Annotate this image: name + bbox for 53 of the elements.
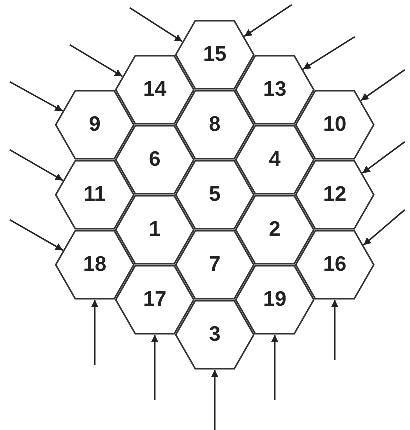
cell-number: 5 — [209, 183, 221, 207]
arrow — [10, 219, 64, 252]
hexagon-cell — [175, 160, 255, 230]
arrow — [10, 149, 64, 182]
hexagon-cell — [175, 300, 255, 370]
arrow — [331, 300, 339, 360]
arrow — [363, 209, 406, 246]
arrow — [362, 141, 406, 174]
hexagon-cell — [175, 90, 255, 160]
cell-number: 2 — [269, 218, 281, 242]
arrow — [271, 335, 279, 400]
arrow — [91, 300, 99, 365]
hexagon-cell — [115, 265, 195, 335]
cell-number: 11 — [84, 183, 106, 207]
hexagon-cell — [175, 20, 255, 90]
hexagon-cell — [235, 125, 315, 195]
hexagon-cell — [115, 55, 195, 125]
cell-number: 1 — [149, 218, 161, 242]
hexagon-cell — [115, 195, 195, 265]
hexagon-cell — [55, 90, 135, 160]
cell-number: 8 — [209, 113, 221, 137]
hexagon-cell — [175, 230, 255, 300]
hexagon-cell — [235, 195, 315, 265]
arrow — [211, 370, 219, 430]
cell-number: 12 — [323, 183, 347, 207]
cell-number: 7 — [209, 253, 221, 277]
hexagon-cell — [55, 160, 135, 230]
arrow — [151, 335, 159, 400]
hexagon-cell — [55, 230, 135, 300]
cell-number: 19 — [263, 288, 287, 312]
cell-number: 18 — [83, 253, 107, 277]
cell-number: 9 — [89, 113, 101, 137]
hexagon-cell — [295, 90, 375, 160]
cell-number: 15 — [203, 43, 227, 67]
cell-number: 10 — [323, 113, 347, 137]
cell-number: 4 — [269, 148, 281, 172]
hexagon-cell — [295, 160, 375, 230]
hexagon-cell — [235, 55, 315, 125]
arrow — [130, 7, 183, 42]
arrow — [10, 81, 64, 112]
arrow — [302, 36, 356, 70]
hexagon-cell — [295, 230, 375, 300]
arrow — [244, 4, 292, 38]
cell-number: 13 — [263, 78, 287, 102]
arrow — [360, 69, 406, 102]
arrow — [70, 44, 124, 78]
hexagon-cell — [115, 125, 195, 195]
cell-number: 16 — [323, 253, 347, 277]
cell-number: 17 — [143, 288, 167, 312]
cell-number: 3 — [209, 323, 221, 347]
cell-number: 14 — [143, 78, 167, 102]
cell-number: 6 — [149, 148, 161, 172]
hexagon-cell — [235, 265, 315, 335]
